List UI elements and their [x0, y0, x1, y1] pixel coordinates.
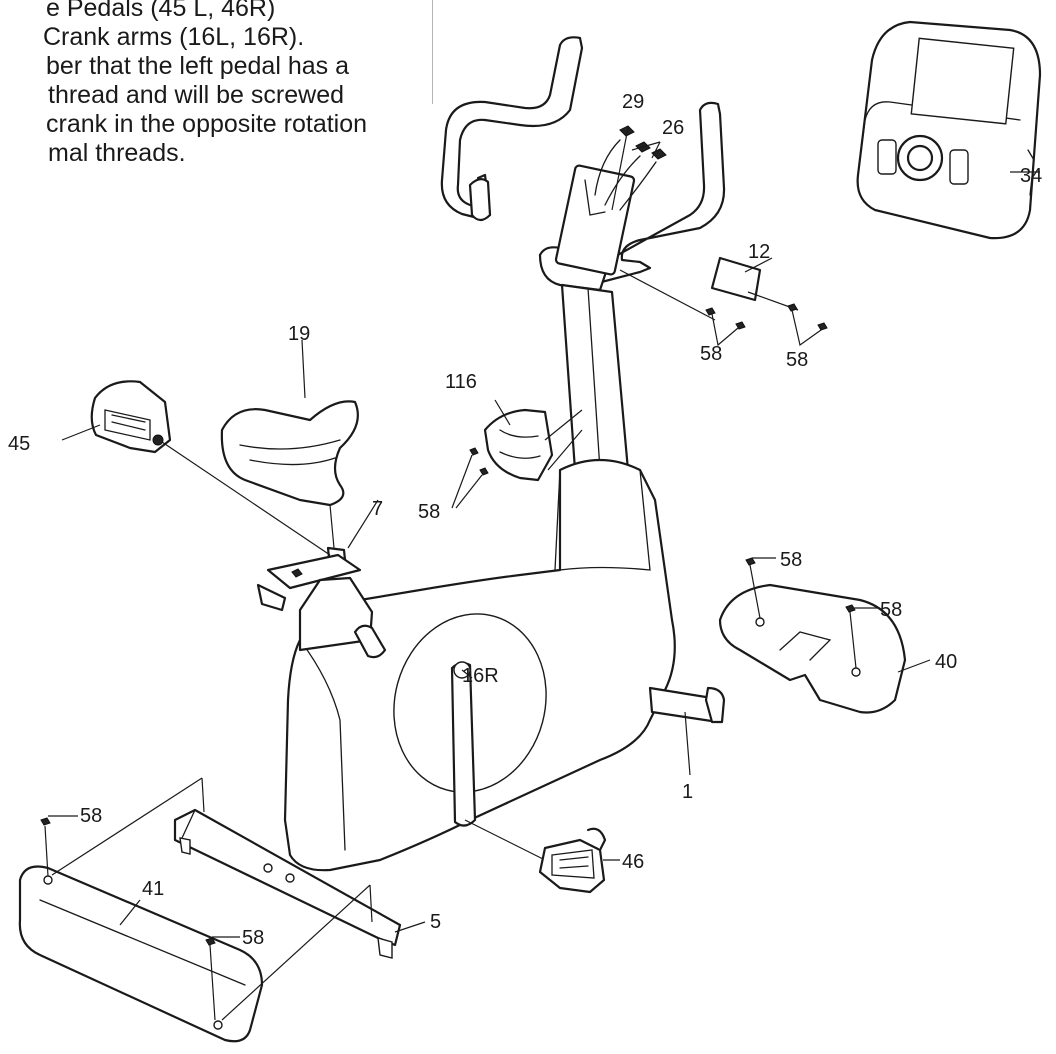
callout-45: 45: [8, 433, 30, 455]
callout-40: 40: [935, 651, 957, 673]
instruction-line: crank in the opposite rotation: [46, 110, 368, 138]
callout-labels: 29 26 34 12 58 58 19 116 45 58 7 58 58 4…: [8, 91, 1042, 949]
seat-assembly: [220, 400, 374, 652]
callout-58-rear-top: 58: [780, 549, 802, 571]
callout-16R: 16R: [462, 665, 499, 687]
callout-58-handle-left: 58: [700, 343, 722, 365]
callout-58-front-mid: 58: [242, 927, 264, 949]
callout-58-handle-right: 58: [786, 349, 808, 371]
callout-58-rear-right: 58: [880, 599, 902, 621]
bracket-12: [619, 256, 828, 347]
callout-116: 116: [445, 371, 477, 393]
callout-41: 41: [142, 878, 164, 900]
callout-29: 29: [622, 91, 644, 113]
callout-5: 5: [430, 911, 441, 933]
instruction-line: Crank arms (16L, 16R).: [43, 23, 305, 51]
console: [856, 20, 1042, 240]
instruction-line: thread and will be screwed: [48, 81, 344, 109]
bottle-holder: [451, 408, 583, 509]
callout-58-front-left: 58: [80, 805, 102, 827]
callout-26: 26: [662, 117, 684, 139]
column-separator: [432, 0, 433, 104]
instruction-line: e Pedals (45 L, 46R): [46, 0, 276, 22]
callout-12: 12: [748, 241, 770, 263]
instruction-line: mal threads.: [48, 139, 186, 167]
front-stabilizer: [173, 777, 402, 959]
callout-19: 19: [288, 323, 310, 345]
rear-stabilizer: [648, 686, 726, 724]
front-cover: [18, 777, 371, 1043]
callout-1: 1: [682, 781, 693, 803]
handlebar: [440, 36, 726, 292]
instruction-line: ber that the left pedal has a: [46, 52, 349, 80]
callout-leaders: [48, 127, 1040, 938]
seat-knob: [353, 624, 387, 659]
assembly-instructions: e Pedals (45 L, 46R) Crank arms (16L, 16…: [0, 0, 430, 168]
callout-34: 34: [1020, 165, 1042, 187]
right-pedal: [538, 827, 607, 894]
callout-7: 7: [372, 498, 383, 520]
callout-58-bottle: 58: [418, 501, 440, 523]
callout-46: 46: [622, 851, 644, 873]
rear-cover: [718, 557, 907, 714]
left-pedal: [90, 380, 331, 556]
